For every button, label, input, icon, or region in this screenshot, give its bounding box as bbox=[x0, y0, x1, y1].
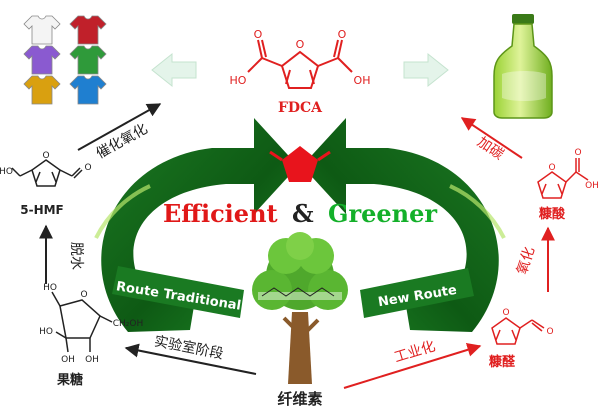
fructose-ho-top: HO bbox=[43, 283, 57, 293]
tshirt-icon bbox=[69, 45, 107, 75]
fdca-o-ring: O bbox=[296, 38, 305, 51]
furfural-o-ring: O bbox=[502, 308, 509, 318]
fdca-ho: HO bbox=[230, 74, 247, 87]
bottle-icon bbox=[493, 14, 553, 119]
fructose-molecule bbox=[51, 291, 113, 353]
fructose-ho-left: HO bbox=[39, 327, 53, 337]
fructose-oh-b: OH bbox=[85, 355, 99, 365]
furoic-label: 糠酸 bbox=[538, 206, 566, 222]
fructose-o: O bbox=[80, 290, 87, 300]
tshirt-icon bbox=[23, 45, 61, 75]
step-carboxylation: 加碳 bbox=[474, 134, 506, 163]
fructose-oh-a: OH bbox=[61, 355, 75, 365]
title-efficient: Efficient bbox=[163, 199, 278, 228]
hmf-molecule bbox=[11, 159, 83, 187]
cellulose-label: 纤维素 bbox=[277, 390, 322, 408]
tshirt-icon bbox=[23, 15, 61, 45]
carboxylation-arrow bbox=[460, 117, 523, 159]
title-greener: Greener bbox=[328, 199, 437, 228]
step-lab: 实验室阶段 bbox=[153, 333, 225, 363]
furfural-molecule bbox=[491, 317, 545, 345]
furoic-o-ring: O bbox=[548, 163, 555, 173]
step-catalytic-oxidation: 催化氧化 bbox=[94, 121, 151, 162]
fdca-o-left: O bbox=[254, 28, 263, 41]
furan-pentagon-icon bbox=[269, 146, 331, 182]
fdca-molecule bbox=[247, 39, 353, 89]
hmf-ho: HO bbox=[0, 167, 13, 177]
tshirt-icon bbox=[69, 15, 107, 45]
furfural-o-ald: O bbox=[546, 327, 553, 337]
title-amp: & bbox=[292, 199, 314, 228]
furoic-o-carbonyl: O bbox=[574, 148, 581, 158]
catalytic-oxidation-arrow bbox=[77, 103, 162, 151]
furoic-acid-molecule bbox=[537, 158, 589, 199]
fructose-label: 果糖 bbox=[56, 372, 83, 388]
tshirt-icon bbox=[69, 75, 107, 105]
tshirts-icon bbox=[23, 15, 107, 105]
step-oxidation: 氧化 bbox=[514, 245, 538, 277]
right-pale-arrow-icon bbox=[403, 52, 449, 88]
hmf-o-ald: O bbox=[84, 163, 91, 173]
fdca-oh: OH bbox=[354, 74, 371, 87]
tshirt-icon bbox=[23, 75, 61, 105]
route-traditional-arrow bbox=[94, 118, 298, 332]
lab-stage-arrow bbox=[124, 343, 257, 375]
furfural-label: 糠醛 bbox=[488, 354, 516, 370]
step-dehydration: 脱水 bbox=[68, 242, 84, 270]
fdca-label: FDCA bbox=[278, 100, 323, 116]
left-pale-arrow-icon bbox=[151, 52, 197, 88]
fdca-o-right: O bbox=[338, 28, 347, 41]
new-route-arrow bbox=[302, 118, 506, 332]
fructose-ch2oh: CH₂OH bbox=[113, 319, 144, 329]
furoic-oh: OH bbox=[585, 181, 599, 191]
tree-icon bbox=[252, 232, 348, 384]
center-title: Efficient & Greener bbox=[163, 199, 437, 228]
industrial-arrow bbox=[343, 343, 482, 389]
hmf-o-ring: O bbox=[42, 151, 49, 161]
hmf-label: 5-HMF bbox=[20, 203, 64, 217]
